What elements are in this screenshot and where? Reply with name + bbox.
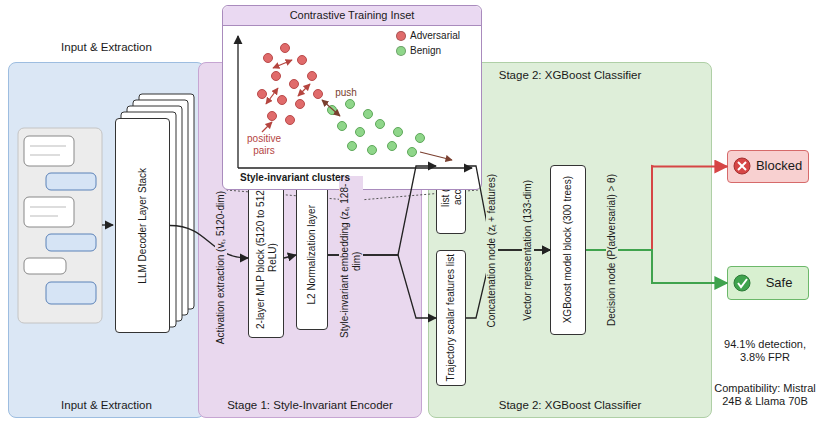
- legend-text: Benign: [410, 45, 441, 56]
- metric-note: 94.1% detection, 3.8% FPR: [714, 337, 816, 365]
- plot-label: push: [335, 86, 357, 100]
- safe-box: Safe: [727, 266, 809, 300]
- label-box: Activation extraction (vₜ, 5120-dim): [206, 178, 236, 358]
- label-box: Compatibility: Mistral 24B & Llama 70B: [714, 372, 816, 418]
- process-box: 2-layer MLP block (5120 to 512, ReLU): [248, 178, 284, 338]
- legend-swatch: [396, 31, 406, 41]
- heading-text: Input & Extraction: [9, 41, 204, 53]
- heading-text: Stage 2: XGBoost Classifier: [429, 399, 711, 411]
- legend-swatch: [396, 46, 406, 56]
- axis-label: Style-invariant clusters: [240, 171, 350, 185]
- node-text: LLM Decoder Layer Stack: [137, 168, 149, 284]
- compatibility-note: Compatibility: Mistral 24B & Llama 70B: [714, 381, 816, 409]
- layer-stack-box: LLM Decoder Layer Stack: [115, 118, 170, 333]
- stage-band: Input & ExtractionInput & ExtractionLLM …: [8, 62, 205, 418]
- heading-text: Contrastive Training Inset: [223, 6, 481, 26]
- legend-text: Adversarial: [410, 30, 460, 41]
- dimension-label: Activation extraction (vₜ, 5120-dim): [215, 190, 227, 345]
- legend-row: Adversarial: [396, 30, 460, 41]
- heading-text: Input & Extraction: [9, 399, 204, 411]
- node-label: Concatenation node (zₜ + features): [486, 173, 498, 328]
- dimension-label: Vector representation (133-dim): [522, 179, 534, 322]
- label-box: Decision node (P(adversarial) > θ): [597, 162, 627, 338]
- node-text: Blocked: [756, 159, 802, 174]
- label-box: Style-invariant clusters: [240, 171, 470, 185]
- label-box: Concatenation node (zₜ + features): [477, 168, 507, 333]
- node-text: 2-layer MLP block (5120 to 512, ReLU): [255, 179, 278, 337]
- node-text: XGBoost model block (300 trees): [562, 176, 574, 323]
- plot-label: positive pairs: [240, 132, 288, 158]
- label-box: Style-invariant embedding (zₜ, 128-dim): [336, 176, 366, 346]
- node-text: Safe: [766, 276, 793, 291]
- dimension-label: Style-invariant embedding (zₜ, 128-dim): [339, 176, 363, 346]
- model-box: XGBoost model block (300 trees): [550, 165, 586, 335]
- label-box: Vector representation (133-dim): [513, 175, 543, 325]
- label-box: 94.1% detection, 3.8% FPR: [714, 336, 816, 366]
- feature-box: Trajectory scalar features list: [436, 250, 466, 386]
- node-text: Trajectory scalar features list: [445, 254, 457, 381]
- label-box: positive pairs: [240, 132, 288, 158]
- node-label: Decision node (P(adversarial) > θ): [606, 173, 618, 327]
- node-text: L2 Normalization layer: [306, 205, 318, 305]
- legend-row: Benign: [396, 45, 441, 56]
- blocked-box: Blocked: [727, 150, 809, 183]
- label-box: push: [326, 86, 366, 100]
- heading-text: Stage 1: Style-Invariant Encoder: [199, 399, 421, 411]
- process-box: L2 Normalization layer: [296, 180, 328, 330]
